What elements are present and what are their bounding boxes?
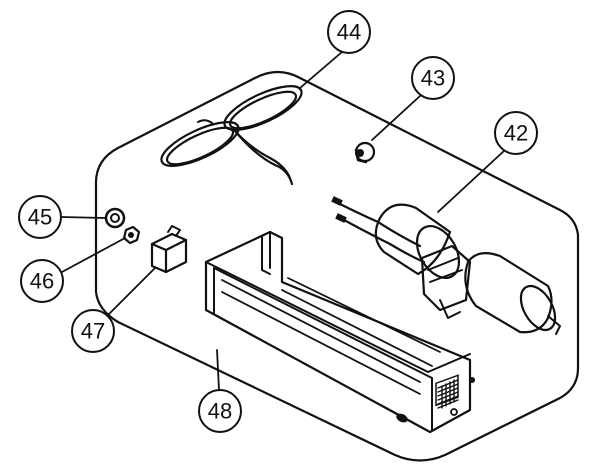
grommet-part	[354, 141, 376, 164]
callout-46-label: 46	[30, 269, 54, 294]
callout-42: 42	[494, 111, 538, 155]
callout-47-label: 47	[81, 319, 105, 344]
base-plate	[94, 70, 580, 462]
bushing	[104, 207, 126, 229]
callout-48-label: 48	[208, 399, 232, 424]
nut	[122, 225, 141, 245]
callout-43: 43	[411, 56, 455, 100]
callout-46: 46	[20, 259, 64, 303]
vent-grille	[435, 374, 459, 409]
callout-42-label: 42	[504, 121, 528, 146]
callout-43-label: 43	[421, 66, 445, 91]
callout-48: 48	[198, 389, 242, 433]
capacitor-assembly	[331, 196, 561, 335]
wire-harness	[160, 85, 303, 186]
callout-45: 45	[18, 195, 62, 239]
leader-lines	[60, 51, 506, 391]
switch-block	[150, 225, 188, 274]
channel-tray	[204, 230, 475, 434]
callout-47: 47	[71, 309, 115, 353]
callout-45-label: 45	[28, 205, 52, 230]
callout-44: 44	[327, 10, 371, 54]
callout-44-label: 44	[337, 20, 361, 45]
